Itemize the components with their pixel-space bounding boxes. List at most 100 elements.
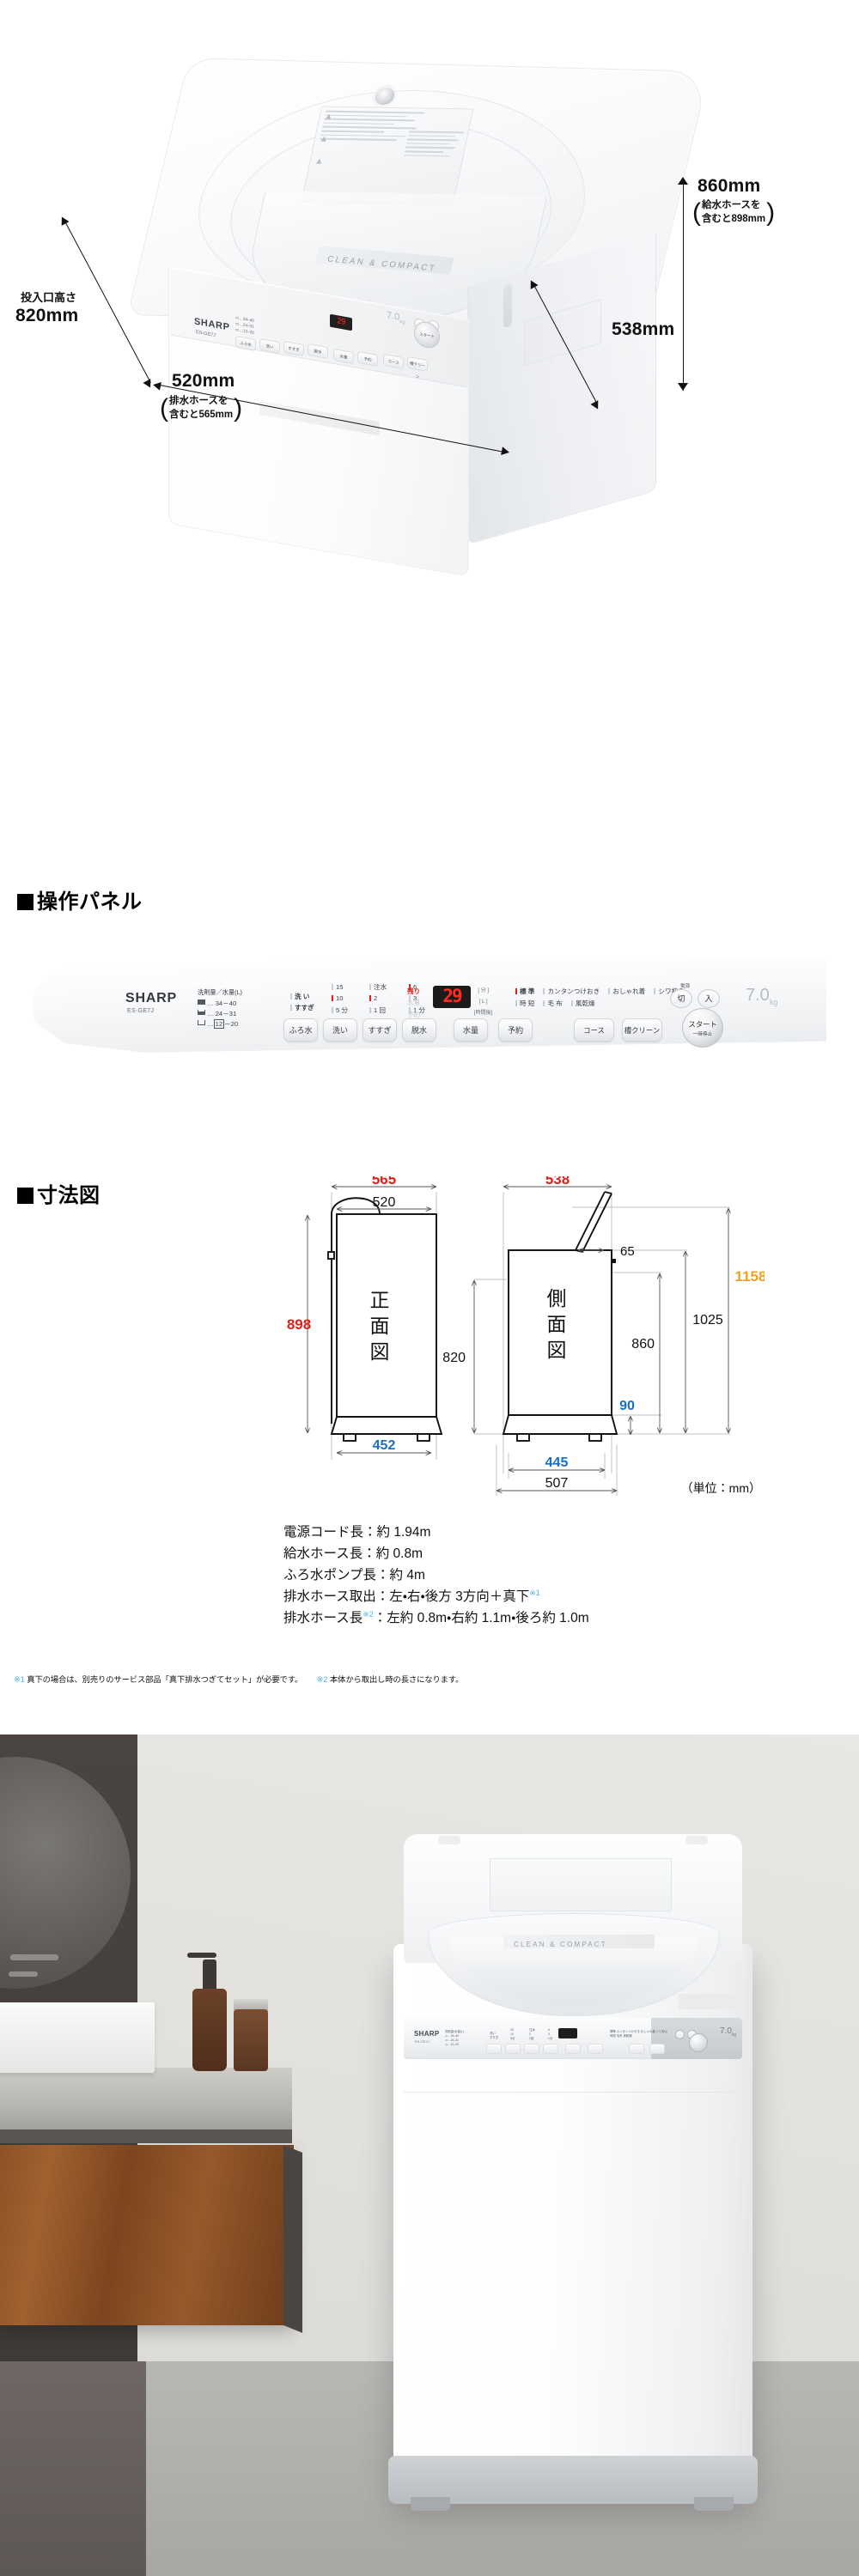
indicator-tick-icon xyxy=(290,993,292,999)
photo-button-wash xyxy=(505,2044,521,2054)
button-water-level[interactable]: 水量 xyxy=(454,1018,488,1042)
height-dimension-line xyxy=(683,180,685,391)
photo-button-bath-water xyxy=(486,2044,502,2054)
indicator-tick-icon xyxy=(332,1006,333,1013)
control-panel-model: ES-GE7J xyxy=(127,1008,155,1014)
front-view-label-char1: 正 xyxy=(370,1289,390,1311)
indicator-label: 洗 い xyxy=(295,993,310,1000)
course-tick-icon xyxy=(543,1000,545,1007)
detergent-row-tail: －20 xyxy=(224,1020,239,1029)
photo-button-spin xyxy=(543,2044,558,2054)
detergent-row-text: … 34－40 xyxy=(207,999,237,1007)
photo-model-number: ES-GE7J xyxy=(415,2039,430,2044)
svg-text:445: 445 xyxy=(545,1455,569,1470)
button-spin[interactable]: 脱水 xyxy=(402,1018,436,1042)
button-wash[interactable]: 洗い xyxy=(323,1018,357,1042)
spec-row: 排水ホース取出：左・右・後方 3方向＋真下※1 xyxy=(283,1586,589,1607)
indicator-label: 2 xyxy=(374,994,378,1003)
control-panel: SHARP ES-GE7J 洗剤量／水量(L) … 34－40 … 24－31 … xyxy=(33,960,826,1054)
spec-row: 給水ホース長：約 0.8m xyxy=(283,1543,589,1564)
indicator-label: すすぎ xyxy=(295,1004,314,1012)
control-panel-contents: SHARP ES-GE7J 洗剤量／水量(L) … 34－40 … 24－31 … xyxy=(33,960,826,1054)
washing-machine-illustration: CLEAN & COMPACT SHARP ES-GE7J ▭…34–40▭…2… xyxy=(127,58,710,631)
spec-label: 給水ホース長 xyxy=(283,1546,363,1562)
svg-text:820: 820 xyxy=(442,1351,466,1365)
button-tub-clean[interactable]: 槽クリーン xyxy=(622,1018,662,1042)
opening-height-value: 820mm xyxy=(15,306,79,325)
photo-clean-compact-band xyxy=(503,1935,655,1948)
photo-side-label xyxy=(679,1994,737,2009)
photo-button-course xyxy=(629,2044,644,2054)
start-pause-button[interactable]: スタート 一時停止 xyxy=(682,1008,723,1048)
photo-floor-dark xyxy=(0,2361,146,2576)
svg-text:538: 538 xyxy=(545,1176,570,1188)
pause-button-label: 一時停止 xyxy=(692,1032,713,1037)
display-left-labels: 残り 水量 予約 xyxy=(407,986,420,1020)
svg-text:1025: 1025 xyxy=(692,1313,723,1327)
power-on-button[interactable]: 入 xyxy=(698,989,720,1008)
spec-value: ：左約 0.8m・右約 1.1m・後ろ約 1.0m xyxy=(373,1611,589,1626)
footnote-mark: ※1 xyxy=(14,1675,25,1684)
course-label: 毛 布 xyxy=(547,999,563,1008)
detergent-row-text: … 24－31 xyxy=(207,1009,237,1018)
indicator-tick-icon xyxy=(369,984,371,990)
spec-footnote-mark: ※1 xyxy=(529,1589,540,1598)
cup-low-icon xyxy=(198,1020,205,1026)
width-dimension-note: 排水ホースを 含むと565mm xyxy=(160,395,242,422)
photo-machine-foot-left xyxy=(411,2497,450,2511)
photo-detergent-table: 洗剤量/水量(L)▭…34–40▭…24–31▭…12–20 xyxy=(445,2030,465,2047)
button-bath-water[interactable]: ふろ水 xyxy=(283,1018,318,1042)
width-note-line2: 含むと565mm xyxy=(169,409,234,420)
cup-half-icon xyxy=(198,1009,205,1015)
indicator-label: 5 分 xyxy=(336,1005,348,1014)
indicator-tick-active-icon xyxy=(369,995,371,1002)
detergent-boxed-value: 12 xyxy=(213,1019,225,1030)
detergent-table-header: 洗剤量／水量(L) xyxy=(198,988,242,996)
capacity-unit: kg xyxy=(769,998,778,1006)
button-rinse[interactable]: すすぎ xyxy=(362,1018,397,1042)
svg-text:1158: 1158 xyxy=(735,1268,765,1285)
display-label-reserve: 予約 xyxy=(407,1010,421,1018)
spec-label: 排水ホース取出 xyxy=(283,1589,376,1605)
indicator-tick-active-icon xyxy=(409,984,411,990)
detergent-row-dots: … xyxy=(207,1020,214,1029)
photo-clean-compact-text: CLEAN & COMPACT xyxy=(514,1941,607,1948)
photo-counter-top xyxy=(0,2068,292,2135)
svg-text:898: 898 xyxy=(287,1316,311,1333)
power-off-button[interactable]: 切 xyxy=(670,989,692,1008)
photo-counter-edge xyxy=(0,2129,292,2143)
course-label: 時 短 xyxy=(520,999,535,1008)
hero-product-section: CLEAN & COMPACT SHARP ES-GE7J ▭…34–40▭…2… xyxy=(0,0,859,867)
spec-row: ふろ水ポンプ長：約 4m xyxy=(283,1564,589,1586)
indicator-label: 1 回 xyxy=(374,1005,386,1014)
height-arrow-bottom xyxy=(678,383,688,391)
footnote-2: ※2 本体から取出し時の長さになります。 xyxy=(317,1675,464,1684)
course-tick-icon xyxy=(608,988,611,994)
photo-indicator-column: 洗いすすぎ xyxy=(490,2032,499,2040)
display-label-water: 水量 xyxy=(407,999,421,1007)
spec-value: ：約 1.94m xyxy=(363,1525,431,1540)
spec-list: 電源コード長：約 1.94m 給水ホース長：約 0.8m ふろ水ポンプ長：約 4… xyxy=(283,1522,589,1630)
course-label: シワ抑え xyxy=(658,987,685,995)
caution-label xyxy=(301,106,474,205)
width-note-line1: 排水ホースを xyxy=(169,396,228,406)
detergent-row: … 34－40 xyxy=(198,999,242,1009)
indicator-tick-icon xyxy=(409,995,411,1002)
photo-dispenser-pump xyxy=(187,1953,216,1958)
display-unit-minutes: [ 分 ] xyxy=(478,988,489,993)
machine-side-vent xyxy=(503,283,512,329)
footnote-mark: ※2 xyxy=(316,1675,328,1684)
photo-lcd-display xyxy=(558,2028,577,2038)
course-tick-active-icon xyxy=(515,988,517,994)
footnote-text: 本体から取出し時の長さになります。 xyxy=(329,1675,464,1684)
course-indicators: 標 準 カンタンつけおき おしゃれ着 シワ抑え 時 短 毛 布 風乾燥 xyxy=(515,986,685,1011)
warning-triangle-icon xyxy=(325,113,332,119)
opening-height-prefix: 投入口高さ xyxy=(21,290,76,306)
button-reserve[interactable]: 予約 xyxy=(498,1018,533,1042)
button-course[interactable]: コース xyxy=(574,1018,614,1042)
spec-label: 排水ホース長 xyxy=(283,1611,363,1626)
